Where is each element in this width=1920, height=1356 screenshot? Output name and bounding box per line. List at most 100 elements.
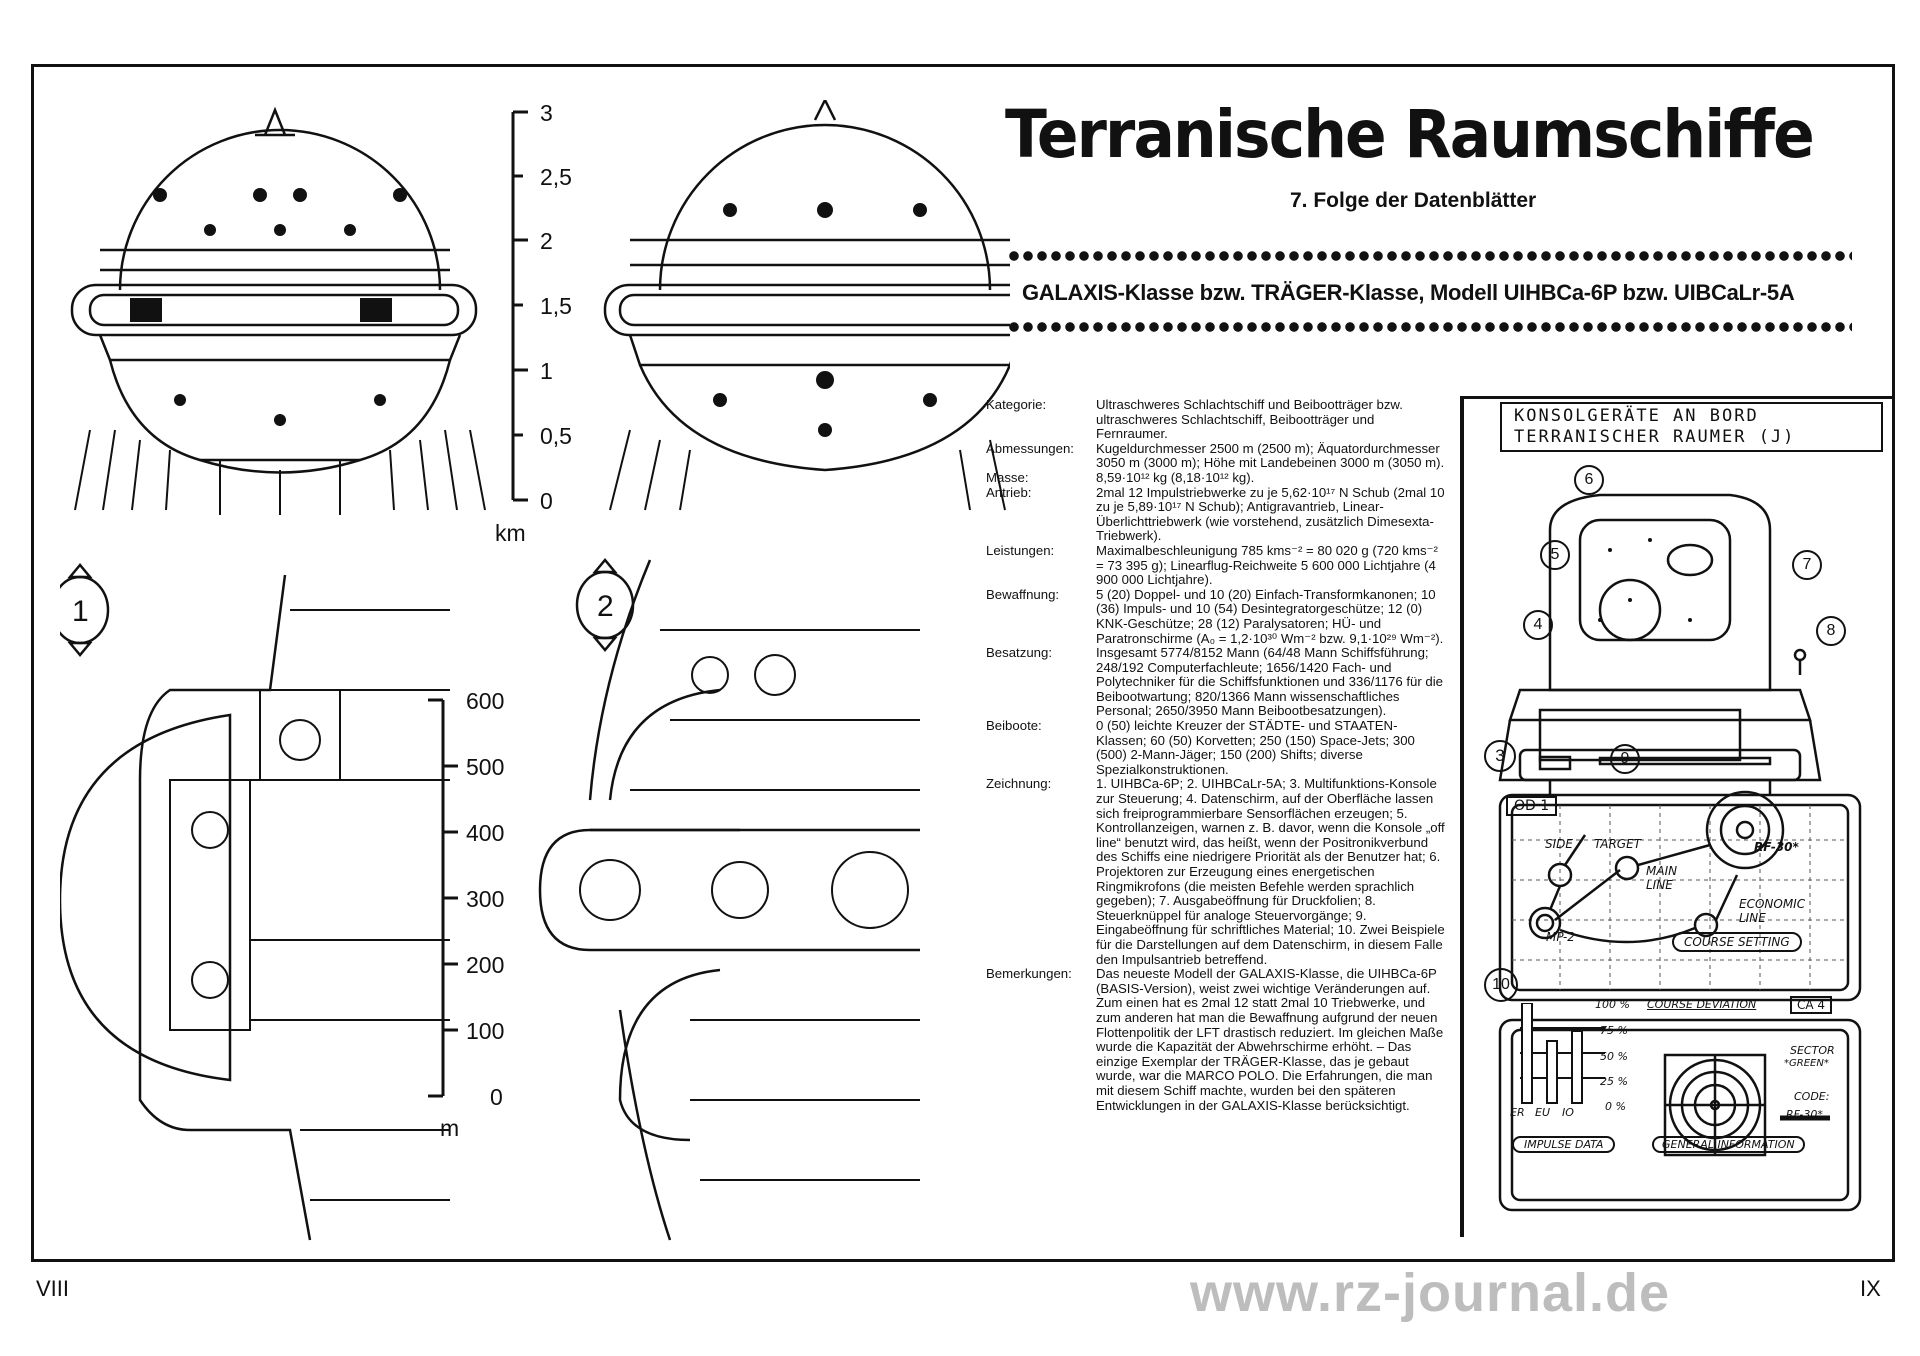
spec-label: Zeichnung: (986, 776, 1052, 792)
spec-label: Masse: (986, 469, 1029, 485)
spec-row: Antrieb: 2mal 12 Impulstriebwerke zu je 5… (986, 484, 1446, 544)
console-title-line: TERRANISCHER RAUMER (J) (1514, 427, 1796, 447)
pct-label: 25 % (1600, 1075, 1628, 1088)
m-tick-label: 400 (466, 820, 505, 846)
drawing-label-1: 1 (72, 595, 89, 628)
callout-4: 4 (1523, 610, 1553, 640)
bar-label: ER (1510, 1106, 1525, 1119)
km-tick-label: 1 (540, 358, 553, 384)
spec-value: Das neueste Modell der GALAXIS-Klasse, d… (1096, 966, 1444, 1113)
bar-IO (1571, 1030, 1583, 1104)
callout-10: 10 (1484, 968, 1518, 1002)
page-subtitle: 7. Folge der Datenblätter (1290, 189, 1537, 212)
spec-value: Kugeldurchmesser 2500 m (2500 m); Äquato… (1096, 440, 1445, 471)
label-economic-line: ECONOMIC LINE (1739, 897, 1806, 925)
spec-row: Besatzung: Insgesamt 5774/8152 Mann (64/4… (986, 645, 1446, 719)
m-tick-label: 0 (490, 1084, 503, 1110)
km-tick-label: 3 (540, 100, 553, 126)
label-mp-2: MP-2 (1546, 930, 1575, 944)
pct-label: 75 % (1600, 1024, 1628, 1037)
m-tick-label: 300 (466, 886, 505, 912)
console-illustration (1498, 493, 1862, 1212)
spec-value: 2mal 12 Impulstriebwerke zu je 5,62·10¹⁷… (1096, 484, 1445, 544)
spec-row: Beiboote: 0 (50) leichte Kreuzer der STÄD… (986, 718, 1446, 777)
km-tick-label: 2,5 (540, 164, 572, 190)
cross-section-1 (60, 574, 450, 1241)
label-code: CODE: (1794, 1090, 1830, 1103)
km-tick-label: 2 (540, 228, 553, 254)
ship-2-elevation (603, 100, 1010, 511)
screen-id-od1: OD 1 (1506, 796, 1558, 816)
spec-label: Antrieb: (986, 484, 1032, 500)
spec-label: Beiboote: (986, 718, 1042, 734)
spec-label: Besatzung: (986, 645, 1052, 661)
callout-6: 6 (1574, 465, 1604, 495)
km-unit: km (495, 520, 526, 546)
label-circles (60, 558, 635, 657)
km-tick-label: 0,5 (540, 423, 572, 449)
spec-value: 1. UIHBCa-6P; 2. UIHBCaLr-5A; 3. Multifu… (1096, 776, 1445, 967)
page-number-right: IX (1860, 1276, 1881, 1301)
spec-value: Maximalbeschleunigung 785 kms⁻² = 80 020… (1096, 542, 1438, 588)
console-panel (1460, 396, 1894, 1237)
m-unit: m (440, 1115, 460, 1141)
console-title-line: KONSOLGERÄTE AN BORD (1514, 406, 1759, 426)
spec-value: 8,59·10¹² kg (8,18·10¹² kg). (1096, 469, 1255, 485)
bar-label: IO (1562, 1106, 1574, 1119)
spec-value: Insgesamt 5774/8152 Mann (64/48 Mann Sch… (1096, 645, 1444, 719)
bar-EU (1546, 1040, 1558, 1104)
ship-drawings (60, 100, 1010, 1241)
km-scale-axis (511, 110, 528, 502)
m-tick-label: 100 (466, 1018, 505, 1044)
ship-1-elevation (70, 106, 486, 515)
label-rf-30: RF-30* (1754, 840, 1799, 854)
dotted-divider (1007, 250, 1852, 262)
spec-value: 0 (50) leichte Kreuzer der STÄDTE- und S… (1096, 718, 1415, 777)
course-deviation-bar-chart (1520, 1003, 1605, 1104)
callout-8: 8 (1816, 616, 1846, 646)
drawing-label-2: 2 (597, 590, 614, 623)
spec-row: Bemerkungen: Das neueste Modell der GALAX… (986, 966, 1446, 1113)
pct-label: 0 % (1605, 1100, 1626, 1113)
page-frame (31, 64, 1895, 1262)
spec-row: Zeichnung: 1. UIHBCa-6P; 2. UIHBCaLr-5A; … (986, 777, 1446, 967)
label-green: *GREEN* (1784, 1058, 1829, 1069)
spec-label: Bemerkungen: (986, 966, 1072, 982)
callout-3: 3 (1484, 740, 1516, 772)
general-information-button[interactable]: GENERAL INFORMATION (1652, 1136, 1805, 1153)
label-sector: SECTOR (1790, 1044, 1835, 1057)
impulse-data-button[interactable]: IMPULSE DATA (1512, 1136, 1616, 1153)
page-number-left: VIII (36, 1276, 70, 1301)
spec-label: Abmessungen: (986, 440, 1074, 456)
console-title: KONSOLGERÄTE AN BORD TERRANISCHER RAUMER… (1500, 402, 1883, 452)
dotted-divider (1007, 321, 1852, 333)
screen-id-ca4: CA 4 (1790, 996, 1833, 1014)
pct-label: 100 % (1595, 998, 1630, 1011)
pct-label: 50 % (1600, 1050, 1628, 1063)
spec-row: Kategorie:Ultraschweres Schlachtschiff u… (986, 397, 1446, 442)
label-target: TARGET (1594, 837, 1641, 851)
spec-row: Bewaffnung: 5 (20) Doppel- und 10 (20) Ei… (986, 586, 1446, 646)
m-tick-label: 200 (466, 952, 505, 978)
label-code-value: RF-30* (1786, 1108, 1823, 1121)
watermark: www.rz-journal.de (1190, 1263, 1671, 1323)
km-tick-label: 0 (540, 488, 553, 514)
label-side: SIDE (1545, 837, 1573, 851)
m-tick-label: 600 (466, 688, 505, 714)
course-deviation-heading: COURSE DEVIATION (1647, 998, 1757, 1011)
spec-value: 5 (20) Doppel- und 10 (20) Einfach-Trans… (1096, 586, 1444, 646)
spec-row: Masse: 8,59·10¹² kg (8,18·10¹² kg). (986, 469, 1446, 486)
cross-section-2 (538, 559, 920, 1241)
callout-7: 7 (1792, 550, 1822, 580)
m-tick-label: 500 (466, 754, 505, 780)
course-setting-button[interactable]: COURSE SETTING (1672, 932, 1802, 952)
model-heading: GALAXIS-Klasse bzw. TRÄGER-Klasse, Model… (1022, 280, 1795, 305)
spec-table: Kategorie:Ultraschweres Schlachtschiff u… (986, 397, 1446, 1113)
callout-5: 5 (1540, 540, 1570, 570)
bar-ER (1521, 1003, 1533, 1104)
km-tick-label: 1,5 (540, 293, 572, 319)
page-title: Terranische Raumschiffe (1005, 96, 1815, 173)
spec-row: Leistungen:Maximalbeschleunigung 785 kms… (986, 542, 1446, 588)
spec-label: Bewaffnung: (986, 586, 1060, 602)
bar-label: EU (1535, 1106, 1551, 1119)
